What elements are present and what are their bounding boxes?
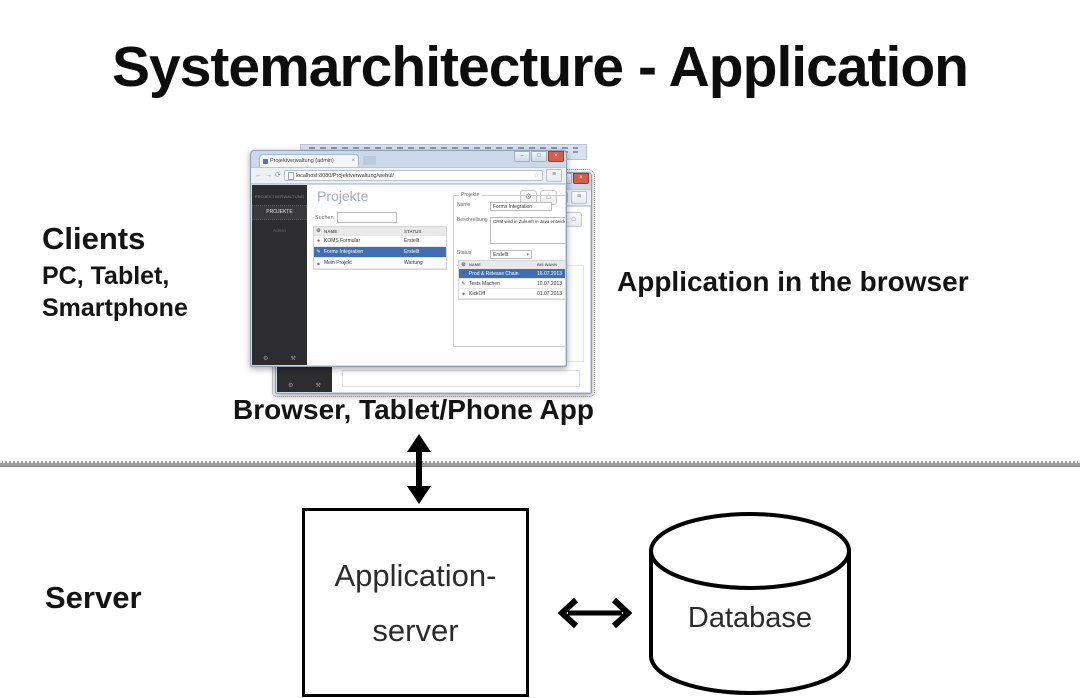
menu-icon[interactable]: ≡ xyxy=(571,191,587,204)
server-label: Server xyxy=(45,580,142,615)
client-server-divider xyxy=(0,461,1080,467)
clients-sublabel-line2: Smartphone xyxy=(42,294,188,322)
gear-icon[interactable]: ⚙ xyxy=(263,356,269,362)
gear-icon: ⚙ xyxy=(316,228,321,234)
search-label: Suchen xyxy=(315,214,334,221)
app-body: PROJEKTVERWALTUNG PROJEKTE Admin ⚙ ⚒ Pro… xyxy=(252,185,565,365)
description-textarea[interactable]: CRM wird in Zukunft in Java entwickelt xyxy=(490,217,565,244)
search-row: Suchen xyxy=(315,212,397,223)
status-field-row: Status Erstellt ▾ xyxy=(457,250,565,259)
application-server-label-line1: Application- xyxy=(334,557,497,593)
table-row-selected[interactable]: ✎ Forms Integration Erstellt xyxy=(314,247,446,258)
app-heading: Projekte xyxy=(317,188,369,204)
home-icon[interactable]: ⌂ xyxy=(565,212,582,227)
projects-table-header: ⚙ NAME STATUS xyxy=(314,227,446,236)
tab-close-icon[interactable]: × xyxy=(351,158,355,164)
table-row[interactable]: ● KOMS Formular Erstellt xyxy=(314,236,446,247)
status-dot-icon: ● xyxy=(461,270,466,277)
favicon xyxy=(263,158,268,164)
name-field-row: Name Forms Integration xyxy=(457,202,565,211)
database-cylinder xyxy=(649,512,851,695)
application-server-node: Application- server xyxy=(302,508,529,697)
pencil-icon: ✎ xyxy=(461,280,466,287)
sidebar-footer-icons: ⚙ ⚒ xyxy=(252,355,307,362)
table-row[interactable]: ◆ Mein Projekt Wartung xyxy=(314,258,446,269)
todos-table-header: ⚙ NAME BIS WANN FERTIG AM xyxy=(459,261,565,269)
address-bar[interactable]: localhost:8080/Projektverwaltung/webui/ … xyxy=(283,170,543,181)
tag-icon: ◆ xyxy=(316,260,321,266)
status-select[interactable]: Erstellt ▾ xyxy=(490,250,532,259)
description-label: Beschreibung xyxy=(457,217,488,223)
app-main: Projekte ⚙ ⌂ Suchen ⚙ NAME STATUS ● KOMS… xyxy=(307,185,565,365)
description-field-row: Beschreibung CRM wird in Zukunft in Java… xyxy=(457,217,565,244)
bookmark-star-icon[interactable]: ☆ xyxy=(533,173,539,179)
gear-icon[interactable]: ⚙ xyxy=(288,383,294,389)
name-label: Name xyxy=(457,202,471,208)
application-server-label-line2: server xyxy=(372,612,459,648)
todos-table: ⚙ NAME BIS WANN FERTIG AM ● Prod & Relea… xyxy=(458,260,565,300)
application-in-browser-label: Application in the browser xyxy=(617,266,969,297)
chevron-down-icon: ▾ xyxy=(526,251,529,258)
maximize-button[interactable]: □ xyxy=(531,151,547,162)
browser-tab[interactable]: Projektverwaltung (admin) × xyxy=(259,154,359,167)
wrench-icon[interactable]: ⚒ xyxy=(290,356,296,362)
todo-row[interactable]: ✎ Tests Machen 10.07.2013 xyxy=(459,279,565,289)
wrench-icon[interactable]: ⚒ xyxy=(315,383,321,389)
content-placeholder xyxy=(566,265,584,362)
sidebar-item-admin[interactable]: Admin xyxy=(273,228,286,233)
status-dot-icon: ● xyxy=(316,238,321,244)
browser-window[interactable]: Projektverwaltung (admin) × – □ × ← → ⟳ … xyxy=(250,150,567,367)
sidebar-item-projekte[interactable]: PROJEKTE xyxy=(252,205,307,220)
status-label: Status xyxy=(457,250,472,256)
close-button[interactable]: × xyxy=(548,151,564,162)
back-icon[interactable]: ← xyxy=(255,172,262,179)
tab-strip: Projektverwaltung (admin) × – □ × xyxy=(251,151,566,167)
project-detail-panel: Projekte Name Forms Integration Beschrei… xyxy=(453,192,565,347)
database-label: Database xyxy=(687,602,813,634)
projects-table: ⚙ NAME STATUS ● KOMS Formular Erstellt ✎… xyxy=(313,226,447,270)
sidebar-footer-icons: ⚙ ⚒ xyxy=(277,382,332,389)
tab-title: Projektverwaltung (admin) xyxy=(270,158,334,164)
page-icon xyxy=(287,171,294,180)
minimize-button[interactable]: – xyxy=(514,151,530,162)
search-input[interactable] xyxy=(336,212,397,223)
tag-icon: ◆ xyxy=(461,291,466,296)
todo-row-selected[interactable]: ● Prod & Release Chain 16.07.2013 xyxy=(459,269,565,279)
browser-tablet-phone-label: Browser, Tablet/Phone App xyxy=(233,394,594,425)
sidebar-header: PROJEKTVERWALTUNG xyxy=(254,194,305,199)
browser-toolbar: ← → ⟳ localhost:8080/Projektverwaltung/w… xyxy=(251,167,566,184)
client-server-arrow xyxy=(407,434,431,504)
background-window-textline xyxy=(309,147,578,149)
menu-icon[interactable]: ≡ xyxy=(546,169,562,182)
forward-icon[interactable]: → xyxy=(265,172,272,179)
new-tab-button[interactable] xyxy=(363,156,376,165)
todo-row[interactable]: ◆ KickOff 01.07.2013 xyxy=(459,289,565,299)
name-input[interactable]: Forms Integration xyxy=(490,202,552,211)
url-text: localhost:8080/Projektverwaltung/webui/ xyxy=(295,172,395,179)
server-database-arrow xyxy=(558,597,632,629)
content-placeholder xyxy=(342,370,580,387)
reload-icon[interactable]: ⟳ xyxy=(275,172,281,179)
page-title: Systemarchitecture - Application xyxy=(112,35,969,99)
clients-sublabel-line1: PC, Tablet, xyxy=(42,262,170,290)
window-controls: – □ × xyxy=(513,151,564,162)
panel-legend: Projekte xyxy=(459,192,482,198)
gear-icon: ⚙ xyxy=(461,261,466,268)
clients-label: Clients xyxy=(42,221,146,256)
close-button[interactable]: × xyxy=(573,173,589,184)
pencil-icon: ✎ xyxy=(316,249,321,255)
app-sidebar: PROJEKTVERWALTUNG PROJEKTE Admin ⚙ ⚒ xyxy=(252,185,307,365)
